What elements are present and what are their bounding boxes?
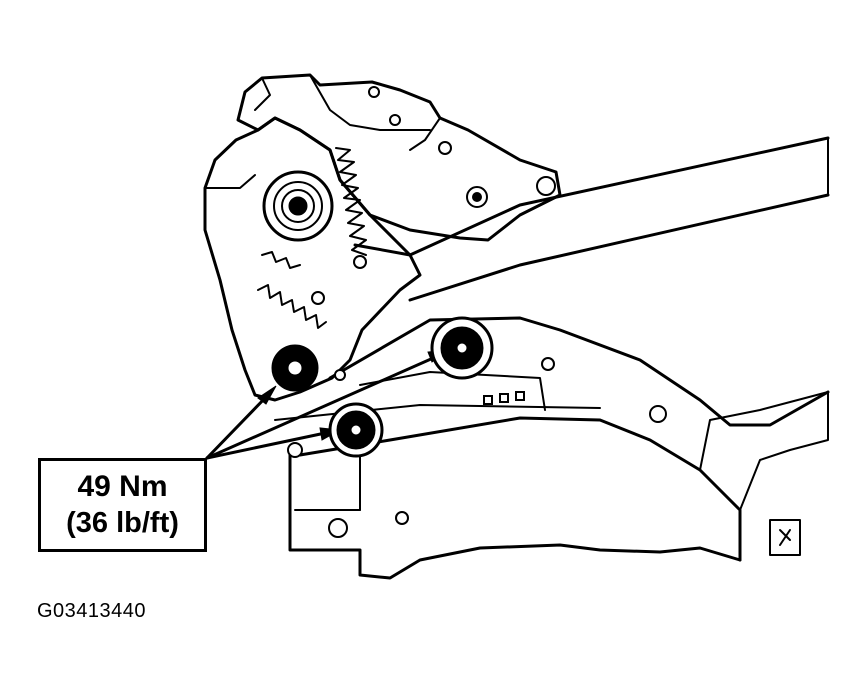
lower-bracket — [288, 453, 742, 580]
lower-spring — [257, 251, 327, 329]
seatback-rail-lower — [408, 193, 830, 302]
seat-frame-rail-lower — [298, 416, 742, 562]
recliner-housing — [203, 116, 422, 402]
bolt-left — [271, 344, 319, 392]
figure-id-label: G03413440 — [37, 600, 147, 622]
torque-lbft-label: (36 lb/ft) — [66, 507, 179, 539]
torque-nm-label: 49 Nm — [77, 470, 168, 503]
rivets — [287, 86, 667, 538]
torque-callout-box: 49 Nm (36 lb/ft) — [38, 458, 207, 552]
upper-spring — [335, 147, 367, 256]
bolt-lower — [328, 402, 384, 458]
seatback-rail — [353, 136, 830, 257]
upper-pivot — [262, 170, 334, 242]
arrowhead-1 — [257, 385, 277, 405]
bolt-upper-right — [430, 316, 494, 380]
callout-leaders — [205, 353, 442, 460]
